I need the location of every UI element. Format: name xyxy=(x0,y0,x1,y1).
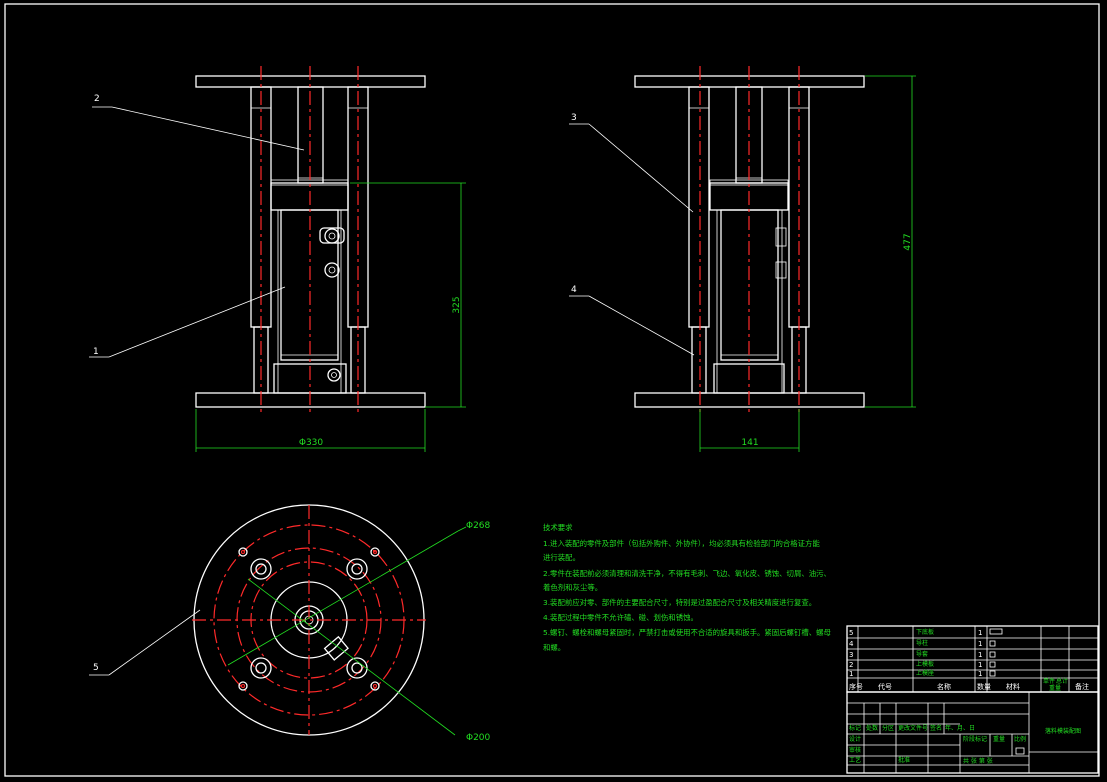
svg-text:数量: 数量 xyxy=(977,682,991,691)
svg-text:总计: 总计 xyxy=(1056,677,1068,685)
balloon-4: 4 xyxy=(571,285,577,295)
svg-text:批准: 批准 xyxy=(898,756,910,764)
svg-text:设计: 设计 xyxy=(849,735,861,743)
svg-text:1: 1 xyxy=(978,640,982,648)
front-view xyxy=(195,66,426,414)
svg-text:5: 5 xyxy=(849,629,853,637)
svg-text:1: 1 xyxy=(978,661,982,669)
tech-req-line: 5.螺钉、螺栓和螺母紧固时，严禁打击或使用不合适的旋具和扳手。紧固后螺钉槽、螺母 xyxy=(543,628,831,637)
balloon-2: 2 xyxy=(94,94,100,104)
svg-text:签名: 签名 xyxy=(930,724,942,732)
weight-label: 重量 xyxy=(993,735,1005,743)
svg-text:代号: 代号 xyxy=(878,682,892,691)
signature-labels: 标记 处数 分区 更改文件号 签名 年、月、日 xyxy=(849,724,975,732)
svg-text:1: 1 xyxy=(849,670,853,678)
tech-req-line: 2.零件在装配前必须清理和清洗干净，不得有毛刺、飞边、氧化皮、锈蚀、切屑、油污、 xyxy=(543,569,831,578)
svg-text:处数: 处数 xyxy=(866,724,878,732)
top-screw-holes xyxy=(238,547,380,691)
parts-list-row: 1 上模座 1 xyxy=(849,669,996,678)
dim-front-height: 325 xyxy=(452,296,462,313)
svg-text:材料: 材料 xyxy=(1006,682,1020,691)
balloon-5: 5 xyxy=(93,663,99,673)
svg-text:1: 1 xyxy=(978,629,982,637)
dim-outer-diameter: Φ268 xyxy=(466,521,491,531)
tech-req-line: 进行装配。 xyxy=(543,553,580,562)
tech-req-line: 3.装配前应对零、部件的主要配合尺寸，特别是过盈配合尺寸及相关精度进行复查。 xyxy=(543,598,816,607)
svg-text:3: 3 xyxy=(849,651,853,659)
technical-requirements: 技术要求 1.进入装配的零件及部件（包括外购件、外协件），均必须具有检验部门的合… xyxy=(543,523,831,652)
tech-req-title: 技术要求 xyxy=(543,523,573,532)
tech-req-line: 着色剂和灰尘等。 xyxy=(543,583,602,592)
svg-text:名称: 名称 xyxy=(937,682,951,691)
svg-text:上模座: 上模座 xyxy=(916,669,934,677)
svg-text:工艺: 工艺 xyxy=(849,756,861,764)
scale-label: 比例 xyxy=(1014,735,1026,743)
parts-list-row: 2 上模板 1 xyxy=(849,660,996,669)
side-view xyxy=(634,66,865,414)
front-dimensions: 325 Φ330 xyxy=(195,182,466,452)
svg-text:标记: 标记 xyxy=(849,724,861,732)
balloon-1: 1 xyxy=(93,347,99,357)
dim-side-width: 141 xyxy=(741,438,758,448)
top-view: Φ268 Φ200 5 xyxy=(89,504,491,743)
role-labels: 设计 审核 工艺 批准 xyxy=(849,735,910,764)
balloon-3: 3 xyxy=(571,113,577,123)
side-left-post xyxy=(691,326,707,394)
svg-text:1: 1 xyxy=(978,670,982,678)
tech-req-line: 4.装配过程中零件不允许磕、碰、划伤和锈蚀。 xyxy=(543,613,698,622)
parts-list-row: 5 下底板 1 xyxy=(849,628,1003,637)
side-left-sleeve xyxy=(688,86,710,328)
svg-text:审核: 审核 xyxy=(849,746,861,754)
drawing-title: 落料模装配图 xyxy=(1045,727,1081,735)
svg-text:上模板: 上模板 xyxy=(916,660,934,668)
svg-text:序号: 序号 xyxy=(849,682,863,691)
svg-text:下底板: 下底板 xyxy=(916,628,934,636)
svg-text:分区: 分区 xyxy=(882,724,894,732)
svg-text:单件: 单件 xyxy=(1043,677,1055,685)
svg-text:导套: 导套 xyxy=(916,650,928,658)
drawing-border xyxy=(4,3,1100,777)
side-dimensions: 477 141 xyxy=(699,75,916,452)
dim-front-width: Φ330 xyxy=(299,438,324,448)
svg-text:1: 1 xyxy=(978,651,982,659)
svg-text:4: 4 xyxy=(849,640,854,648)
sheet-label: 共 张 第 张 xyxy=(963,757,993,765)
tech-req-line: 和螺。 xyxy=(543,643,565,652)
stage-label: 阶段标记 xyxy=(963,735,987,743)
top-guide-holes xyxy=(250,558,368,679)
tech-req-line: 1.进入装配的零件及部件（包括外购件、外协件），均必须具有检验部门的合格证方能 xyxy=(543,539,820,548)
svg-text:重量: 重量 xyxy=(1049,684,1061,692)
svg-text:导柱: 导柱 xyxy=(916,639,928,647)
parts-list-row: 3 导套 1 xyxy=(849,650,996,659)
svg-text:年、月、日: 年、月、日 xyxy=(945,724,975,732)
side-leaders: 3 4 xyxy=(569,113,695,356)
parts-list-header: 序号 代号 名称 数量 材料 单件 总计 重量 备注 xyxy=(849,677,1089,692)
parts-list-row: 4 导柱 1 xyxy=(849,639,996,648)
dim-side-height: 477 xyxy=(903,233,913,250)
svg-text:更改文件号: 更改文件号 xyxy=(898,724,928,732)
front-leaders: 2 1 xyxy=(89,94,305,358)
svg-text:备注: 备注 xyxy=(1075,682,1089,691)
title-block: 5 下底板 1 4 导柱 1 3 导套 1 2 上模板 1 1 上模座 1 xyxy=(846,625,1099,774)
dim-inner-diameter: Φ200 xyxy=(466,733,491,743)
svg-text:2: 2 xyxy=(849,661,853,669)
